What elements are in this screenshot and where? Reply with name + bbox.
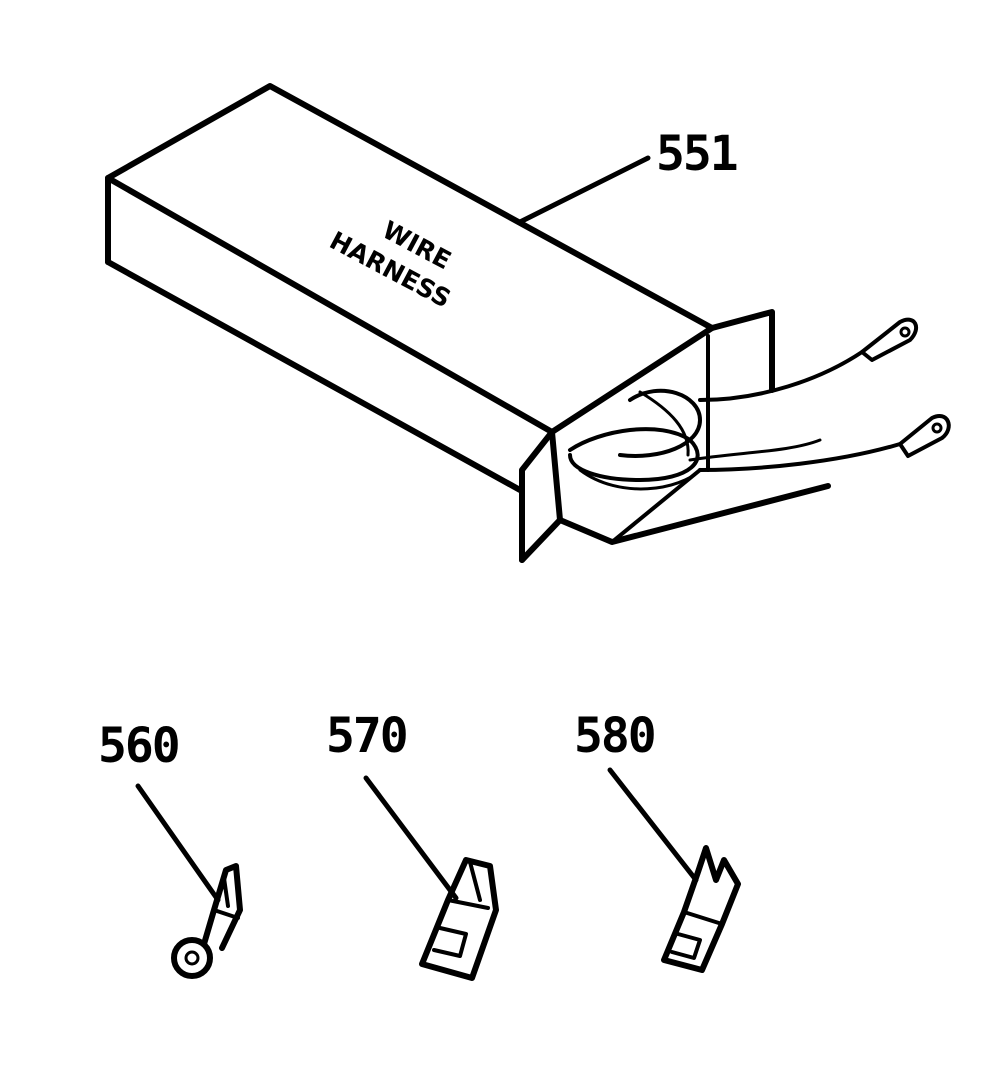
leader-line-560 [135, 783, 221, 903]
part-number-551: 551 [656, 126, 737, 182]
leader-line-551 [517, 155, 651, 225]
leader-line-580 [607, 767, 699, 883]
part-number-580: 580 [574, 708, 655, 764]
part-number-560: 560 [98, 718, 179, 774]
flag-terminal-570 [363, 775, 499, 981]
leader-line-570 [363, 775, 459, 901]
wire-harness-box [105, 83, 951, 563]
spade-terminal-580 [607, 767, 741, 973]
part-number-570: 570 [326, 708, 407, 764]
ring-terminal-560 [135, 783, 243, 979]
box-text: WIRE HARNESS [325, 215, 456, 313]
